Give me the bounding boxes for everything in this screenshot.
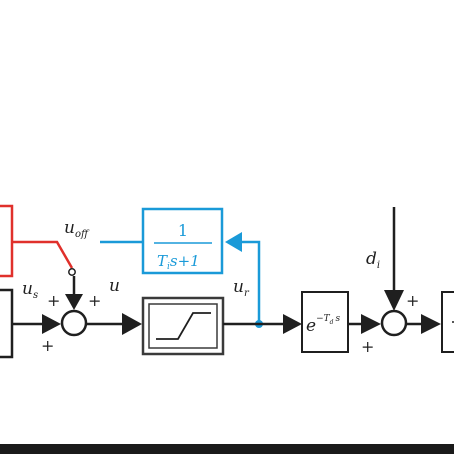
sum2-plus-bottom: + <box>361 337 374 356</box>
saturation-block <box>141 296 225 356</box>
switch-arrowhead <box>65 294 83 310</box>
u-s-arrowhead <box>42 314 61 334</box>
blue-arrowhead <box>225 232 242 252</box>
switch-contact <box>68 268 76 276</box>
sum1-plus-top-left: + <box>47 291 60 310</box>
u-r-arrowhead <box>283 314 302 334</box>
disturbance-arrowhead <box>384 290 404 311</box>
u-arrowhead <box>122 313 142 335</box>
blue-feedback-wire <box>239 240 261 324</box>
sum1-plus-bottom: + <box>41 336 54 355</box>
sum1-plus-top-right: + <box>88 291 101 310</box>
filter-denominator: Tis+1 <box>157 252 200 272</box>
u-label: u <box>109 276 120 296</box>
saturation-curve <box>156 312 211 340</box>
sum2-plus-top: + <box>406 291 419 310</box>
left-plant-block <box>0 288 14 359</box>
right-plant-block <box>441 291 454 353</box>
delay-out-arrowhead <box>361 314 381 334</box>
u-s-label: us <box>22 279 38 301</box>
d-i-label: di <box>366 249 380 271</box>
saturation-inner-frame <box>148 303 218 349</box>
red-switch-wire <box>12 240 74 269</box>
u-off-label: uoff <box>64 218 90 240</box>
summing-junction-1 <box>60 309 88 337</box>
summing-junction-2 <box>380 309 408 337</box>
filter-numerator: 1 <box>178 221 188 240</box>
delay-block <box>301 291 349 353</box>
filter-block <box>141 207 224 275</box>
sum2-out-arrowhead <box>421 314 441 334</box>
u-r-label: ur <box>233 277 250 299</box>
bottom-edge-bar <box>0 444 454 454</box>
